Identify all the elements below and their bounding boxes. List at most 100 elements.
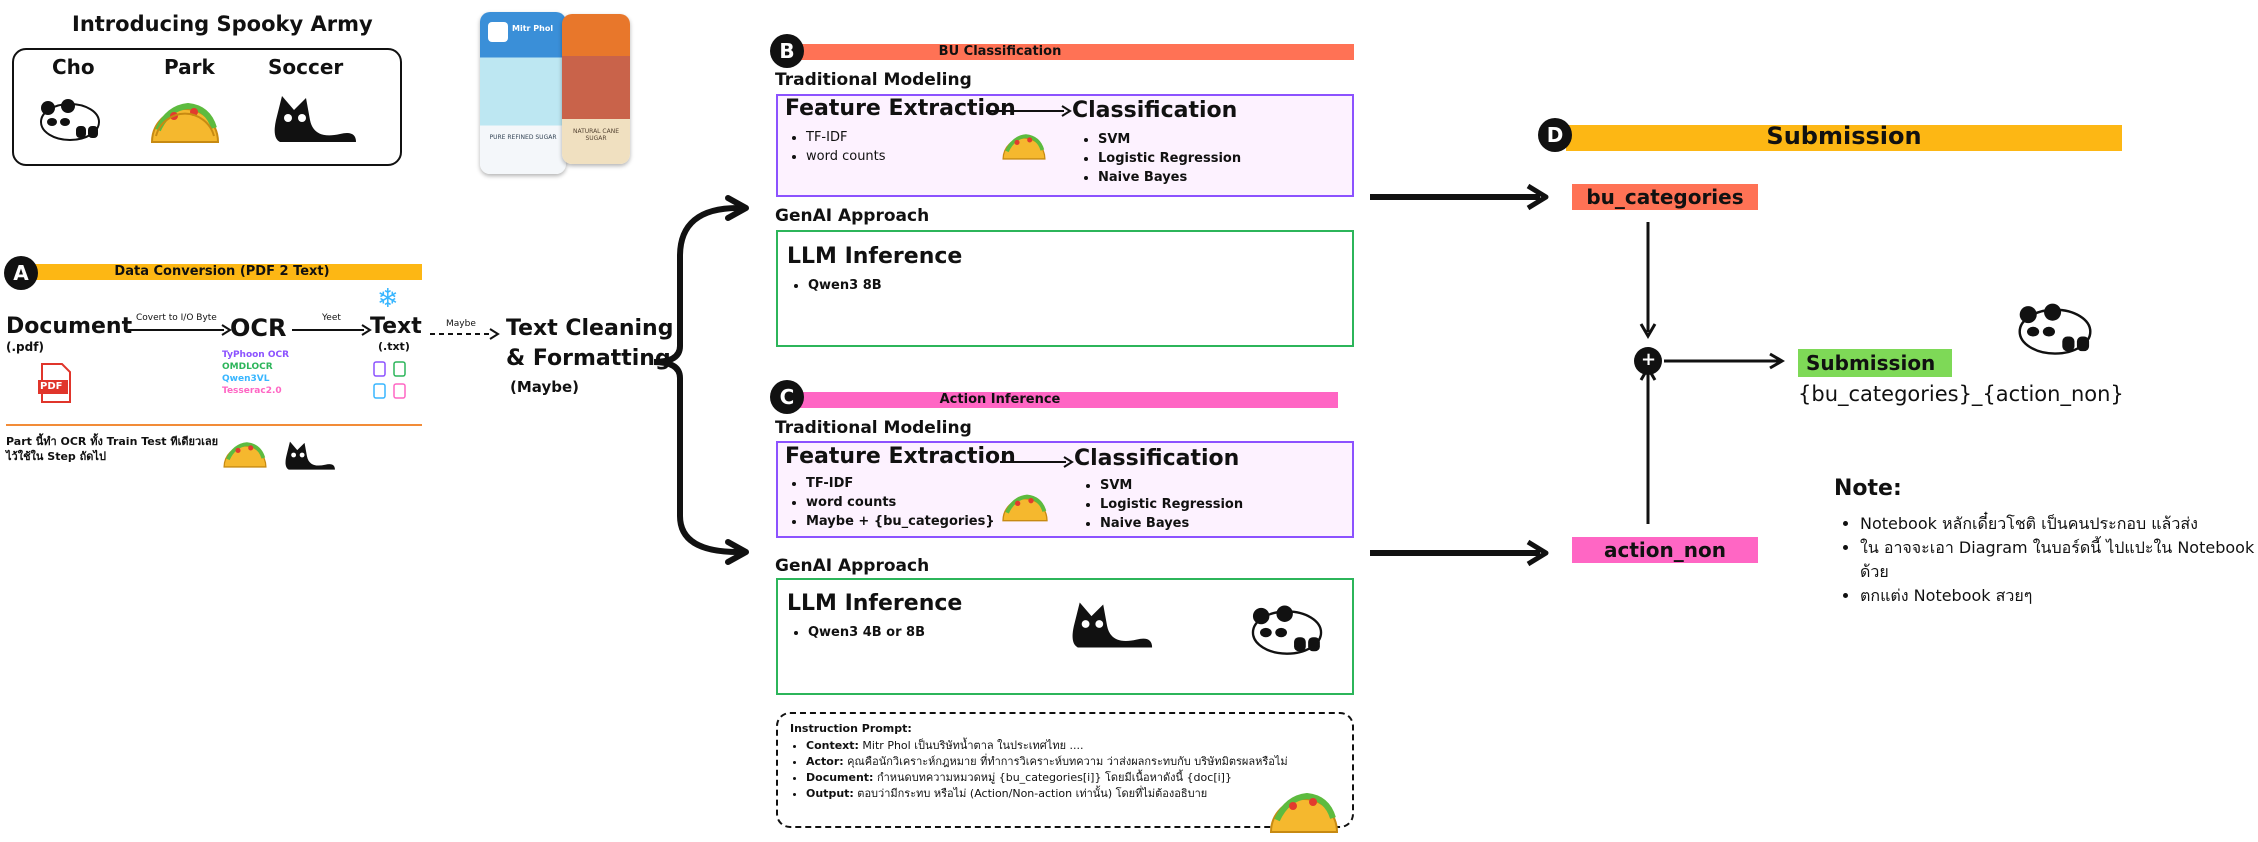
taco-icon <box>1002 134 1046 160</box>
package-line1: PURE REFINED SUGAR <box>489 134 557 141</box>
panda-icon <box>1251 605 1323 655</box>
panda-icon <box>40 99 100 141</box>
arrow-text-to-cleaning <box>430 328 500 340</box>
sectionA-badge: A <box>4 256 38 290</box>
snowflake-icon: ❄ <box>377 284 399 314</box>
merge-arrows <box>1634 222 1785 524</box>
sectionC-genai-label: GenAI Approach <box>775 556 930 576</box>
ocr-model-2: Qwen3VL <box>222 374 270 384</box>
plus-sign: + <box>1641 349 1657 370</box>
sectionA-title: Data Conversion (PDF 2 Text) <box>114 264 330 279</box>
taco-icon <box>223 442 267 468</box>
cat-icon <box>274 96 356 142</box>
army-box <box>12 48 402 166</box>
package-line2: NATURAL CANE SUGAR <box>572 128 620 142</box>
sectionB-traditional-label: Traditional Modeling <box>775 70 972 90</box>
text-ext: (.txt) <box>378 340 410 353</box>
sectionC-bar <box>794 392 1338 408</box>
prompt-item: Output: ตอบว่ามีกระทบ หรือไม่ (Action/No… <box>806 786 1288 802</box>
sectionB-class-title: Classification <box>1072 98 1238 123</box>
cat-icon <box>285 441 335 470</box>
arrow-feature-to-class <box>1000 456 1074 468</box>
army-title: Introducing Spooky Army <box>72 12 373 36</box>
llm-model-item: Qwen3 8B <box>808 276 882 295</box>
note-item: Notebook หลักเดี๋ยวโชติ เป็นคนประกอบ แล้… <box>1860 512 2258 536</box>
document-ext: (.pdf) <box>6 340 44 354</box>
sectionA-divider <box>6 424 422 426</box>
prompt-item: Context: Mitr Phol เป็นบริษัทน้ำตาล ในปร… <box>806 738 1288 754</box>
llm-model-item: Qwen3 4B or 8B <box>808 623 925 642</box>
sectionD-badge: D <box>1538 118 1572 152</box>
taco-icon <box>150 102 220 143</box>
bu-categories-label: bu_categories <box>1572 184 1758 210</box>
submission-label: Submission <box>1798 349 1952 377</box>
sectionB-genai-box <box>776 230 1354 347</box>
sectionB-genai-label: GenAI Approach <box>775 206 930 226</box>
sectionC-llm-title: LLM Inference <box>787 591 963 616</box>
sectionC-traditional-label: Traditional Modeling <box>775 418 972 438</box>
prompt-item: Actor: คุณคือนักวิเคราะห์กฎหมาย ที่ทำการ… <box>806 754 1288 770</box>
package-brand: Mitr Phol <box>512 24 554 33</box>
cleaning-line2: & Formatting <box>506 346 671 371</box>
cleaning-line3: (Maybe) <box>510 378 579 396</box>
sectionC-classifiers: SVM Logistic Regression Naive Bayes <box>1080 476 1243 533</box>
classifier-item: Logistic Regression <box>1100 495 1243 514</box>
ocr-model-0: TyPhoon OCR <box>222 350 290 360</box>
classifier-item: SVM <box>1098 130 1241 149</box>
feature-item: TF-IDF <box>806 128 886 147</box>
sectionB-features: TF-IDF word counts <box>786 128 886 166</box>
action-non-label: action_non <box>1572 537 1758 563</box>
sectionB-llm-models: Qwen3 8B <box>788 276 882 295</box>
prompt-items: Context: Mitr Phol เป็นบริษัทน้ำตาล ในปร… <box>790 738 1288 802</box>
sectionC-badge: C <box>770 380 804 414</box>
sectionA-note-line2: ไว้ใช้ใน Step ถัดไป <box>6 450 106 463</box>
arrow-ocr-to-text <box>292 324 372 336</box>
sectionC-features: TF-IDF word counts Maybe + {bu_categorie… <box>786 474 995 531</box>
sugar-package-blue: Mitr Phol PURE REFINED SUGAR <box>480 12 566 174</box>
sectionC-class-title: Classification <box>1074 446 1240 471</box>
taco-icon <box>1002 494 1048 522</box>
member-park: Park <box>164 55 215 79</box>
instruction-prompt-box <box>776 712 1354 828</box>
submission-format: {bu_categories}_{action_non} <box>1798 382 2124 406</box>
arrow3-label: Maybe <box>446 319 476 329</box>
sectionA-bar <box>22 264 422 280</box>
ocr-model-3: Tesserac2.0 <box>222 386 282 396</box>
feature-item: word counts <box>806 493 995 512</box>
note-item: ใน อาจจะเอา Diagram ในบอร์ดนี้ ไปแปะใน N… <box>1860 536 2258 584</box>
pdf-label: PDF <box>40 381 63 392</box>
panda-icon <box>2018 303 2092 355</box>
sugar-package-orange: NATURAL CANE SUGAR <box>562 14 630 164</box>
prompt-title: Instruction Prompt: <box>790 722 912 735</box>
note-title: Note: <box>1834 476 1902 501</box>
document-label: Document <box>6 314 133 339</box>
feature-item: word counts <box>806 147 886 166</box>
feature-item: Maybe + {bu_categories} <box>806 512 995 531</box>
sectionC-title: Action Inference <box>939 392 1061 407</box>
member-cho: Cho <box>52 55 95 79</box>
arrow2-label: Yeet <box>322 313 341 323</box>
member-soccer: Soccer <box>268 55 344 79</box>
arrow-feature-to-class <box>986 105 1072 117</box>
text-file-icons <box>373 361 406 399</box>
sectionB-llm-title: LLM Inference <box>787 244 963 269</box>
prompt-item: Document: กำหนดบทความหมวดหมู่ {bu_catego… <box>806 770 1288 786</box>
cat-icon <box>1072 602 1153 648</box>
sectionB-badge: B <box>770 34 804 68</box>
split-brace-arrows <box>653 195 749 565</box>
sectionC-feature-title: Feature Extraction <box>785 444 1016 469</box>
classifier-item: Naive Bayes <box>1100 514 1243 533</box>
arrow1-label: Covert to I/O Byte <box>136 313 217 323</box>
sectionA-note-line1: Part นี้ทำ OCR ทั้ง Train Test ทีเดียวเล… <box>6 435 219 448</box>
taco-icon <box>1269 792 1339 833</box>
cleaning-line1: Text Cleaning <box>506 316 674 341</box>
sectionB-bar <box>790 44 1354 60</box>
classifier-item: Naive Bayes <box>1098 168 1241 187</box>
text-label: Text <box>370 314 422 339</box>
ocr-model-1: OMDLOCR <box>222 362 273 372</box>
sectionD-bar <box>1566 125 2122 151</box>
arrow-b-to-bu <box>1370 183 1549 211</box>
classifier-item: SVM <box>1100 476 1243 495</box>
sectionB-title: BU Classification <box>938 44 1062 59</box>
ocr-label: OCR <box>230 314 287 342</box>
